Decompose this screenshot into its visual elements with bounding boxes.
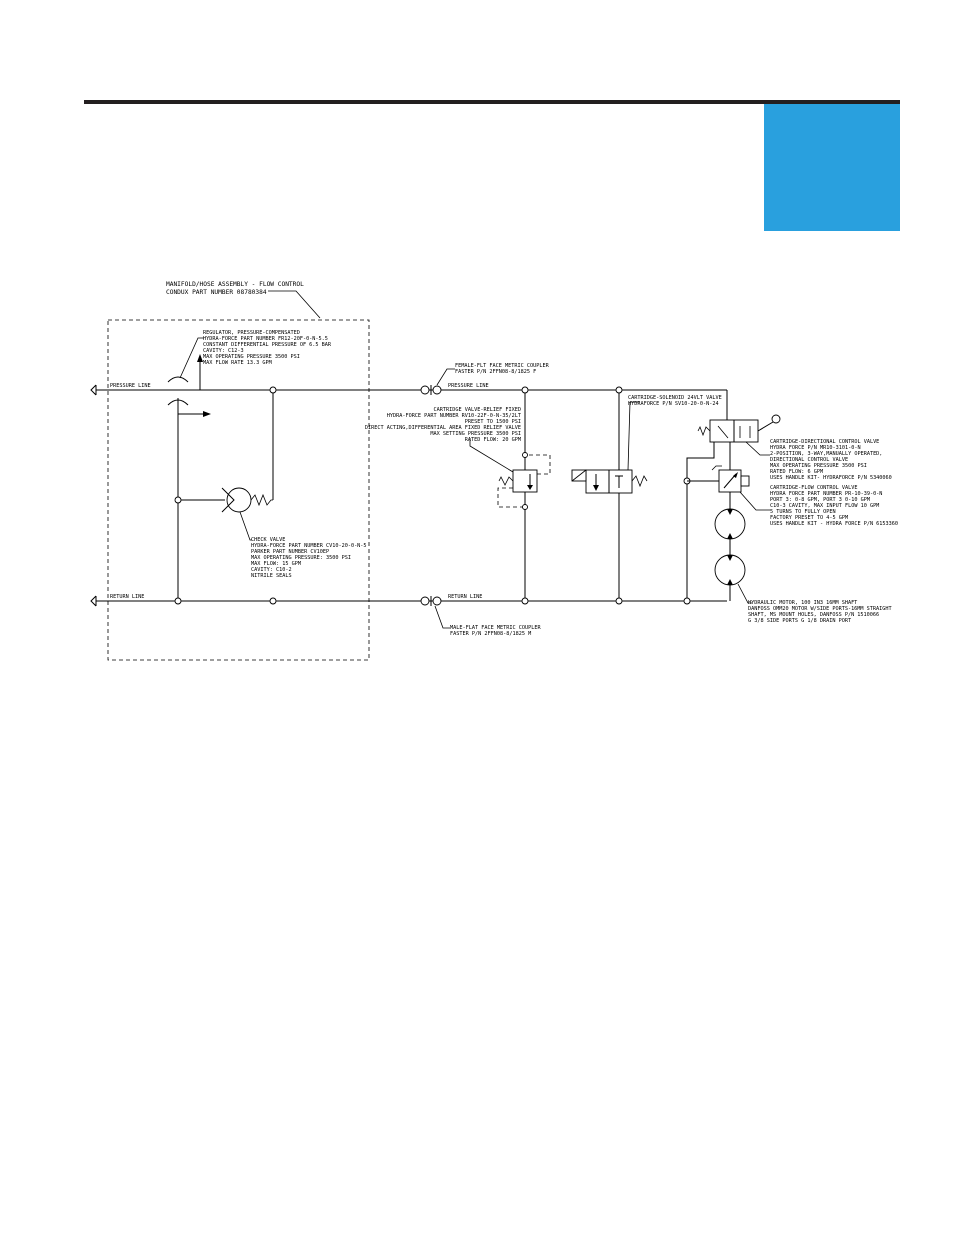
- svg-text:MAX OPERATING PRESSURE 3500 PS: MAX OPERATING PRESSURE 3500 PSI: [770, 463, 867, 469]
- return-line-label-right: RETURN LINE: [448, 594, 482, 600]
- junction-node: [174, 496, 182, 504]
- svg-text:C10-3 CAVITY, MAX INPUT FLOW 1: C10-3 CAVITY, MAX INPUT FLOW 10 GPM: [770, 503, 879, 509]
- junction-node: [521, 597, 529, 605]
- svg-text:DIRECTIONAL CONTROL VALVE: DIRECTIONAL CONTROL VALVE: [770, 457, 848, 463]
- check-valve-leader: [239, 511, 252, 541]
- svg-text:CAVITY: C10-2: CAVITY: C10-2: [251, 567, 292, 573]
- junction-node: [522, 504, 528, 510]
- junction-node: [269, 597, 277, 605]
- manifold-boundary: [107, 319, 370, 661]
- male-coupler-note: MALE-FLAT FACE METRIC COUPLER FASTER P/N…: [450, 625, 541, 637]
- junction-node: [615, 386, 623, 394]
- svg-text:G 3/8 SIDE PORTS G 1/8 DRAIN P: G 3/8 SIDE PORTS G 1/8 DRAIN PORT: [748, 618, 851, 624]
- svg-text:USES HANDLE KIT - HYDRA FORCE: USES HANDLE KIT - HYDRA FORCE P/N 615336…: [770, 521, 898, 527]
- pressure-line-label-left: PRESSURE LINE: [110, 383, 151, 389]
- svg-text:RATED FLOW: 6 GPM: RATED FLOW: 6 GPM: [770, 469, 823, 475]
- svg-text:CARTRIDGE-DIRECTIONAL CONTROL: CARTRIDGE-DIRECTIONAL CONTROL VALVE: [770, 439, 879, 445]
- junction-node: [615, 597, 623, 605]
- svg-text:USES HANDLE KIT- HYDRAFORCE P/: USES HANDLE KIT- HYDRAFORCE P/N 5340060: [770, 475, 892, 481]
- svg-text:CHECK VALVE: CHECK VALVE: [251, 537, 285, 543]
- regulator-symbol: [167, 354, 211, 601]
- svg-text:REGULATOR, PRESSURE-COMPENSATE: REGULATOR, PRESSURE-COMPENSATED: [203, 330, 300, 336]
- regulator-leader: [179, 337, 204, 379]
- pressure-line-label-right: PRESSURE LINE: [448, 383, 489, 389]
- svg-text:5 TURNS TO FULLY OPEN: 5 TURNS TO FULLY OPEN: [770, 509, 836, 515]
- svg-text:HYDRA FORCE P/N MR10-3101-0-N: HYDRA FORCE P/N MR10-3101-0-N: [770, 445, 861, 451]
- junction-node: [521, 386, 529, 394]
- svg-text:DANFOSS OMM20 MOTOR W/SIDE POR: DANFOSS OMM20 MOTOR W/SIDE PORTS-16MM ST…: [748, 606, 892, 612]
- svg-text:CONSTANT DIFFERENTIAL PRESSURE: CONSTANT DIFFERENTIAL PRESSURE OF 6.5 BA…: [203, 342, 332, 348]
- check-valve-symbol: [221, 487, 273, 513]
- solenoid-valve-symbol: [571, 469, 648, 494]
- svg-text:FEMALE-FLT FACE METRIC COUPLER: FEMALE-FLT FACE METRIC COUPLER: [455, 363, 550, 369]
- svg-text:HYDRAULIC MOTOR, 100 IN3 16MM: HYDRAULIC MOTOR, 100 IN3 16MM SHAFT: [748, 600, 857, 606]
- junction-node: [683, 597, 691, 605]
- solenoid-valve-note: CARTRIDGE-SOLENOID 24VLT VALVE HYDRAFORC…: [628, 395, 722, 407]
- flow-control-leader: [739, 491, 770, 511]
- svg-text:SHAFT, MS MOUNT HOLES, DANFOSS: SHAFT, MS MOUNT HOLES, DANFOSS P/N 15100…: [748, 612, 879, 618]
- svg-text:MAX FLOW RATE 13.3 GPM: MAX FLOW RATE 13.3 GPM: [203, 360, 272, 366]
- check-valve-note: CHECK VALVE HYDRA-FORCE PART NUMBER CV10…: [251, 537, 367, 579]
- svg-text:CARTRIDGE VALVE-RELIEF FIXED: CARTRIDGE VALVE-RELIEF FIXED: [434, 407, 521, 413]
- svg-text:PRESET TO 1500 PSI: PRESET TO 1500 PSI: [465, 419, 521, 425]
- junction-node: [522, 452, 528, 458]
- return-line-label-left: RETURN LINE: [110, 594, 144, 600]
- svg-text:CAVITY: C12-3: CAVITY: C12-3: [203, 348, 244, 354]
- svg-text:HYDRA-FORCE PART NUMBER RV10-2: HYDRA-FORCE PART NUMBER RV10-22F-0-N-35/…: [387, 413, 521, 419]
- svg-text:HYDRA FORCE PART NUMBER PR-10-: HYDRA FORCE PART NUMBER PR-10-39-0-N: [770, 491, 882, 497]
- svg-text:HYDRAFORCE P/N SV10-20-0-N-24: HYDRAFORCE P/N SV10-20-0-N-24: [628, 401, 719, 407]
- header-rule: [84, 100, 900, 104]
- female-coupler-note: FEMALE-FLT FACE METRIC COUPLER FASTER P/…: [455, 363, 550, 375]
- svg-text:HYDRA-FORCE PART NUMBER CV10-2: HYDRA-FORCE PART NUMBER CV10-20-0-N-5: [251, 543, 367, 549]
- svg-text:HYDRA-FORCE PART NUMBER FR12-2: HYDRA-FORCE PART NUMBER FR12-20F-0-N-5.5: [203, 336, 328, 342]
- assembly-label-line1: MANIFOLD/HOSE ASSEMBLY - FLOW CONTROL: [166, 281, 304, 288]
- assembly-leader: [268, 290, 321, 319]
- return-port-symbol: [90, 595, 97, 607]
- svg-text:NITRILE SEALS: NITRILE SEALS: [251, 573, 292, 579]
- svg-text:PORT 3: 0-8 GPM, PORT 3 0-10 G: PORT 3: 0-8 GPM, PORT 3 0-10 GPM: [770, 497, 870, 503]
- hydraulic-motor-symbol: [714, 508, 746, 540]
- motor-note: HYDRAULIC MOTOR, 100 IN3 16MM SHAFT DANF…: [748, 600, 892, 624]
- svg-text:DIRECT ACTING,DIFFERENTIAL ARE: DIRECT ACTING,DIFFERENTIAL AREA FIXED RE…: [365, 425, 521, 431]
- bypass-line: [686, 442, 715, 601]
- flow-control-symbol: [711, 465, 750, 493]
- motor-leader: [737, 583, 752, 604]
- section-tab: [764, 104, 900, 231]
- svg-text:MAX OPERATING PRESSURE 3500 PS: MAX OPERATING PRESSURE 3500 PSI: [203, 354, 300, 360]
- svg-text:MAX OPERATING PRESSURE: 3500 P: MAX OPERATING PRESSURE: 3500 PSI: [251, 555, 351, 561]
- assembly-label-line2: CONDUX PART NUMBER 08780384: [166, 289, 267, 296]
- svg-text:FASTER P/N 2FFN08-8/1825 M: FASTER P/N 2FFN08-8/1825 M: [450, 631, 531, 637]
- solenoid-leader: [627, 401, 640, 471]
- relief-valve-note: CARTRIDGE VALVE-RELIEF FIXED HYDRA-FORCE…: [365, 407, 521, 443]
- junction-node: [269, 386, 277, 394]
- svg-text:FACTORY PRESET TO 4-5 GPM: FACTORY PRESET TO 4-5 GPM: [770, 515, 848, 521]
- directional-valve-note: CARTRIDGE-DIRECTIONAL CONTROL VALVE HYDR…: [770, 439, 892, 481]
- relief-leader: [469, 438, 514, 473]
- directional-valve-symbol: [697, 414, 781, 443]
- male-coupler-leader: [434, 605, 450, 629]
- directional-leader: [745, 441, 770, 456]
- pressure-port-symbol: [90, 384, 97, 396]
- relief-valve-symbol: [497, 454, 551, 508]
- regulator-note: REGULATOR, PRESSURE-COMPENSATED HYDRA-FO…: [203, 330, 332, 366]
- svg-text:CARTRIDGE-SOLENOID 24VLT VALVE: CARTRIDGE-SOLENOID 24VLT VALVE: [628, 395, 722, 401]
- svg-text:MAX FLOW: 15 GPM: MAX FLOW: 15 GPM: [251, 561, 301, 567]
- junction-node: [174, 597, 182, 605]
- svg-text:MAX SETTING PRESSURE 3500 PSI: MAX SETTING PRESSURE 3500 PSI: [430, 431, 521, 437]
- flow-control-note: CARTRIDGE-FLOW CONTROL VALVE HYDRA FORCE…: [770, 485, 898, 527]
- svg-text:CARTRIDGE-FLOW CONTROL VALVE: CARTRIDGE-FLOW CONTROL VALVE: [770, 485, 857, 491]
- female-coupler-symbol: [420, 385, 442, 395]
- svg-text:RATED FLOW: 20 GPM: RATED FLOW: 20 GPM: [465, 437, 521, 443]
- svg-text:MALE-FLAT FACE METRIC COUPLER: MALE-FLAT FACE METRIC COUPLER: [450, 625, 541, 631]
- male-coupler-symbol: [420, 596, 442, 606]
- svg-text:PARKER PART NUMBER CV10EP: PARKER PART NUMBER CV10EP: [251, 549, 329, 555]
- svg-text:2-POSITION, 3-WAY,MANUALLY OPE: 2-POSITION, 3-WAY,MANUALLY OPERATED,: [770, 451, 882, 457]
- female-coupler-leader: [436, 368, 455, 386]
- svg-text:FASTER P/N 2FFN08-8/1825 F: FASTER P/N 2FFN08-8/1825 F: [455, 369, 536, 375]
- hydraulic-motor-symbol: [714, 554, 746, 586]
